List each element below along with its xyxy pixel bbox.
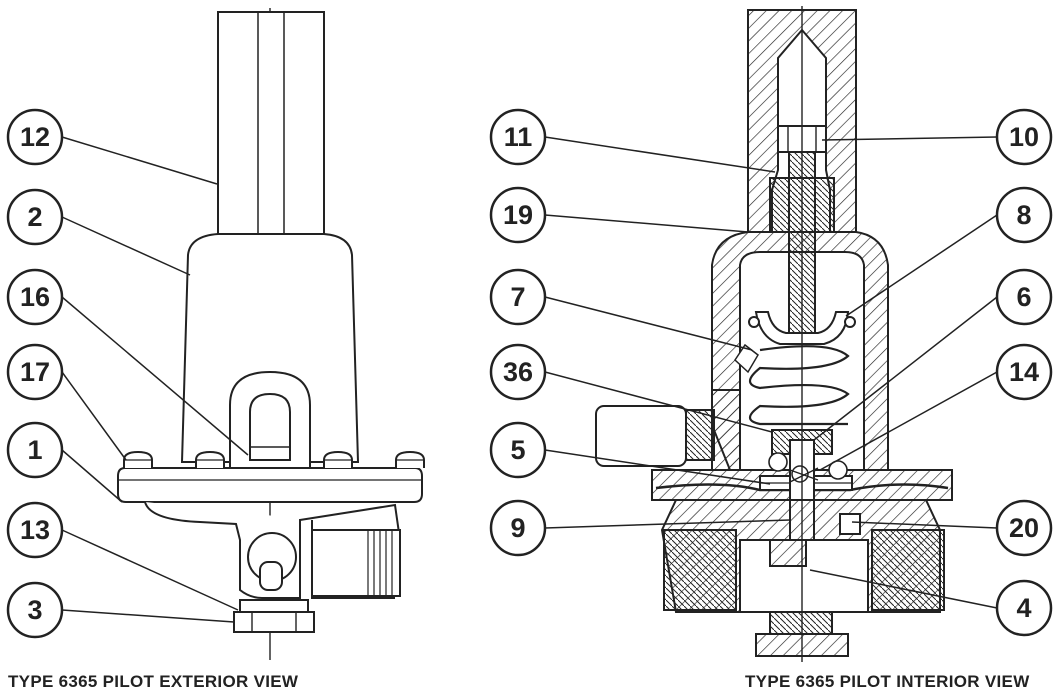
- callout-7: 7: [489, 268, 547, 326]
- callout-19: 19: [489, 186, 547, 244]
- callout-label: 13: [20, 515, 50, 545]
- callout-label: 4: [1016, 593, 1031, 623]
- callout-6: 6: [995, 268, 1053, 326]
- callout-label: 20: [1009, 513, 1039, 543]
- exterior-flange: [117, 467, 423, 503]
- exterior-screws: [123, 450, 425, 468]
- callout-10: 10: [995, 108, 1053, 166]
- callout-1: 1: [6, 421, 64, 479]
- callout-label: 1: [27, 435, 42, 465]
- callout-2: 2: [6, 188, 64, 246]
- interior-leaders: [544, 136, 998, 609]
- callout-label: 14: [1009, 357, 1039, 387]
- exterior-bonnet: [180, 233, 360, 463]
- interior-bottom-plug: [769, 611, 833, 635]
- exterior-leaders: [61, 136, 249, 623]
- callout-3: 3: [6, 581, 64, 639]
- callout-20: 20: [995, 499, 1053, 557]
- callout-label: 11: [504, 122, 533, 152]
- callout-12: 12: [6, 108, 64, 166]
- callout-14: 14: [995, 343, 1053, 401]
- callout-label: 8: [1016, 200, 1031, 230]
- callout-label: 3: [27, 595, 42, 625]
- callout-label: 36: [503, 357, 533, 387]
- callout-11: 11: [489, 108, 547, 166]
- callout-label: 19: [503, 200, 533, 230]
- interior-spring: [748, 345, 850, 426]
- callout-label: 5: [510, 435, 525, 465]
- interior-outlet-port: [871, 529, 945, 611]
- callout-9: 9: [489, 499, 547, 557]
- callout-5: 5: [489, 421, 547, 479]
- callout-label: 12: [20, 122, 50, 152]
- exterior-view: [117, 8, 425, 660]
- exterior-callouts: 12 2 16 17 1 13 3: [6, 108, 64, 639]
- callout-17: 17: [6, 343, 64, 401]
- callout-label: 9: [510, 513, 525, 543]
- callout-label: 2: [27, 202, 42, 232]
- interior-side-cap: [595, 405, 687, 467]
- callout-36: 36: [489, 343, 547, 401]
- callout-16: 16: [6, 268, 64, 326]
- interior-view: [595, 6, 953, 662]
- exterior-stem: [217, 11, 325, 235]
- callout-4: 4: [995, 579, 1053, 637]
- callout-label: 16: [20, 282, 50, 312]
- callout-label: 10: [1009, 122, 1039, 152]
- callout-label: 17: [20, 357, 50, 387]
- exterior-view-caption: TYPE 6365 PILOT EXTERIOR VIEW: [8, 672, 299, 691]
- interior-side-boss: [711, 389, 741, 471]
- interior-view-caption: TYPE 6365 PILOT INTERIOR VIEW: [745, 672, 1030, 691]
- callout-8: 8: [995, 186, 1053, 244]
- interior-callouts-right: 10 8 6 14 20 4: [995, 108, 1053, 637]
- callout-13: 13: [6, 501, 64, 559]
- interior-callouts-left: 11 19 7 36 5 9: [489, 108, 547, 557]
- interior-upper-spring-seat: [754, 311, 850, 345]
- callout-label: 7: [510, 282, 525, 312]
- interior-inlet-port: [663, 529, 737, 611]
- callout-label: 6: [1016, 282, 1031, 312]
- exterior-plug: [239, 599, 309, 613]
